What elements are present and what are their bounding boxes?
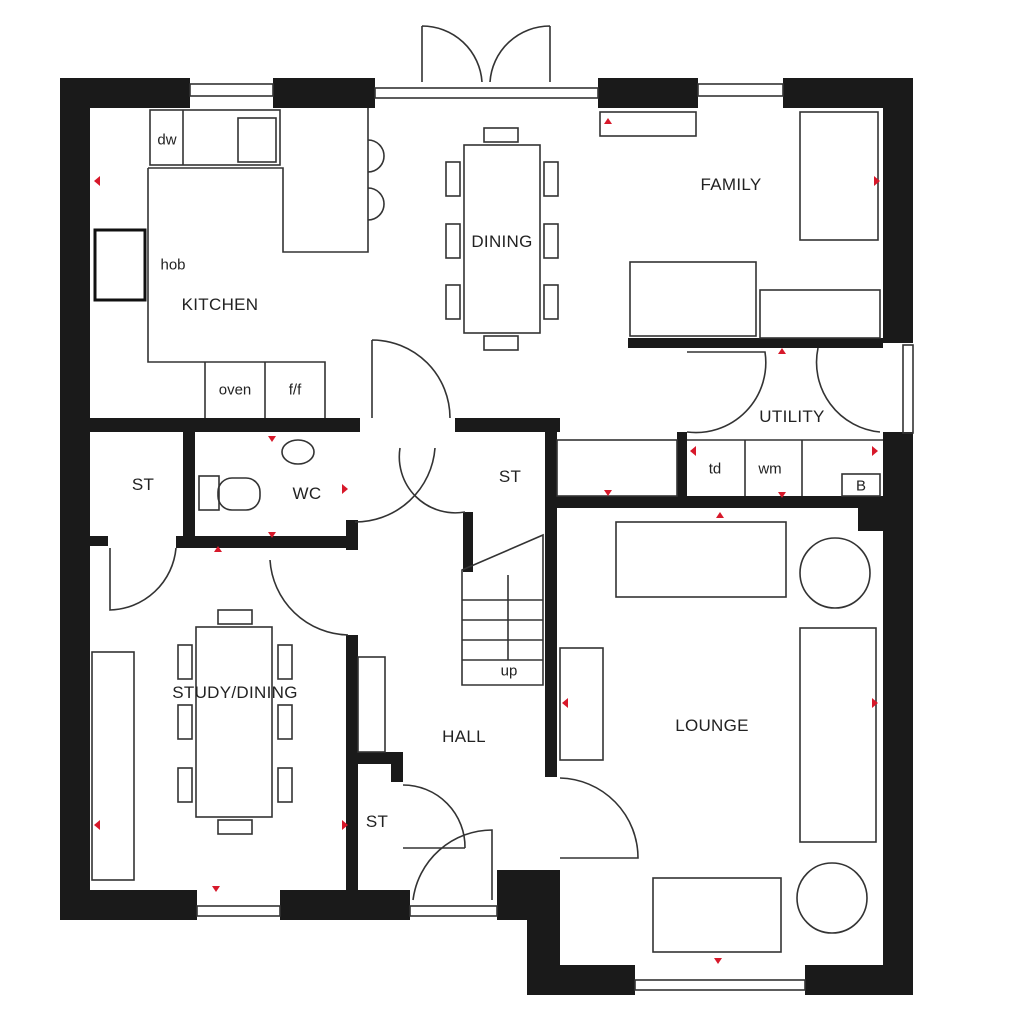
fixture-label-boiler: B xyxy=(855,477,867,495)
room-label-utility: UTILITY xyxy=(759,407,825,426)
room-label-dining: DINING xyxy=(471,232,533,251)
room-label-lounge: LOUNGE xyxy=(675,716,749,735)
fixture-label-oven: oven xyxy=(218,381,252,399)
fixture-label-washing-machine: wm xyxy=(758,460,782,478)
fixture-label-fridge-freezer: f/f xyxy=(288,381,302,399)
room-label-storage-left: ST xyxy=(131,475,155,494)
room-label-hall: HALL xyxy=(442,727,486,746)
interior-walls xyxy=(90,338,886,890)
room-label-kitchen: KITCHEN xyxy=(181,295,259,314)
fixtures-and-doors xyxy=(91,25,914,991)
room-label-family: FAMILY xyxy=(700,175,762,194)
fixture-label-hob: hob xyxy=(160,256,186,274)
socket-markers xyxy=(94,118,880,964)
stairs-up-label: up xyxy=(500,662,518,680)
fixture-label-dishwasher: dw xyxy=(157,131,177,149)
room-label-storage-hall: ST xyxy=(365,812,389,831)
room-label-study-dining: STUDY/DINING xyxy=(172,683,298,702)
room-label-storage-stair: ST xyxy=(498,467,522,486)
exterior-walls xyxy=(60,78,913,995)
fixture-label-tumble-dryer: td xyxy=(708,460,722,478)
room-label-wc: WC xyxy=(292,484,322,503)
